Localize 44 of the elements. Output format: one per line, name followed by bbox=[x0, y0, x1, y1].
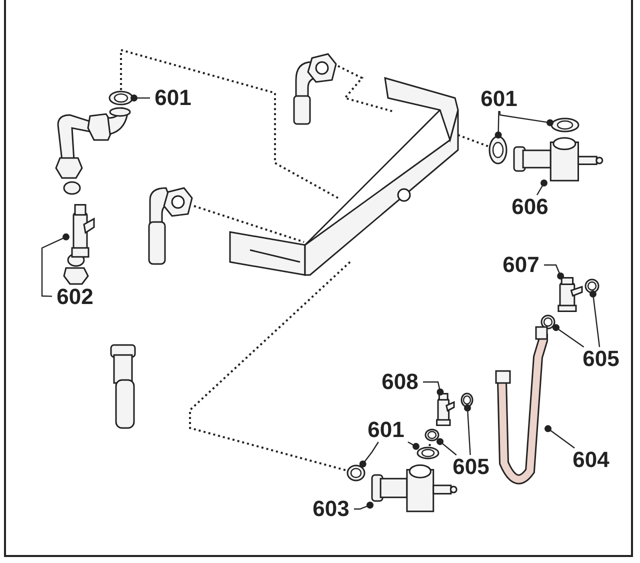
pipe-elbow-drawing bbox=[147, 186, 194, 266]
callout-number: 608 bbox=[382, 371, 418, 393]
leader-line bbox=[423, 381, 444, 396]
leader-line bbox=[552, 324, 584, 348]
assembly-line bbox=[120, 48, 338, 199]
assembly-line bbox=[189, 261, 351, 472]
callout-number: 602 bbox=[56, 286, 94, 308]
callout-number: 601 bbox=[154, 87, 192, 109]
washer-drawing bbox=[108, 90, 134, 106]
callout-number: 604 bbox=[572, 449, 610, 471]
assembly-line bbox=[428, 442, 432, 446]
callout-number: 605 bbox=[452, 456, 490, 478]
leader-line bbox=[544, 425, 575, 448]
leader-line bbox=[464, 404, 471, 456]
callout-number: 603 bbox=[312, 498, 350, 520]
assembly-line bbox=[458, 134, 488, 148]
leader-line bbox=[359, 442, 379, 468]
leader-line bbox=[544, 264, 564, 280]
washer-drawing bbox=[488, 135, 508, 165]
callout-number: 606 bbox=[512, 196, 548, 218]
tap-drawing bbox=[512, 135, 604, 183]
washer-drawing bbox=[584, 278, 600, 294]
assembly-line bbox=[194, 205, 304, 243]
leader-line bbox=[494, 110, 502, 138]
washer-drawing bbox=[346, 464, 366, 482]
leader-line bbox=[41, 233, 70, 297]
callout-number: 601 bbox=[368, 419, 404, 441]
callout-number: 601 bbox=[480, 88, 518, 110]
pipe-elbow-drawing bbox=[293, 52, 338, 126]
leader-line bbox=[499, 110, 554, 126]
washer-drawing bbox=[460, 392, 474, 408]
mounting-bracket-drawing bbox=[228, 76, 460, 278]
callout-number: 607 bbox=[502, 254, 540, 276]
washer-drawing bbox=[416, 446, 440, 460]
assembly-line bbox=[338, 65, 396, 113]
callout-number: 605 bbox=[582, 348, 620, 370]
leader-line bbox=[536, 180, 548, 196]
leader-line bbox=[589, 290, 600, 348]
leader-line bbox=[354, 502, 374, 510]
leader-line bbox=[436, 438, 457, 456]
washer-drawing bbox=[424, 428, 440, 442]
leader-line bbox=[130, 94, 150, 102]
washer-drawing bbox=[550, 117, 580, 133]
leader-line bbox=[408, 441, 420, 450]
